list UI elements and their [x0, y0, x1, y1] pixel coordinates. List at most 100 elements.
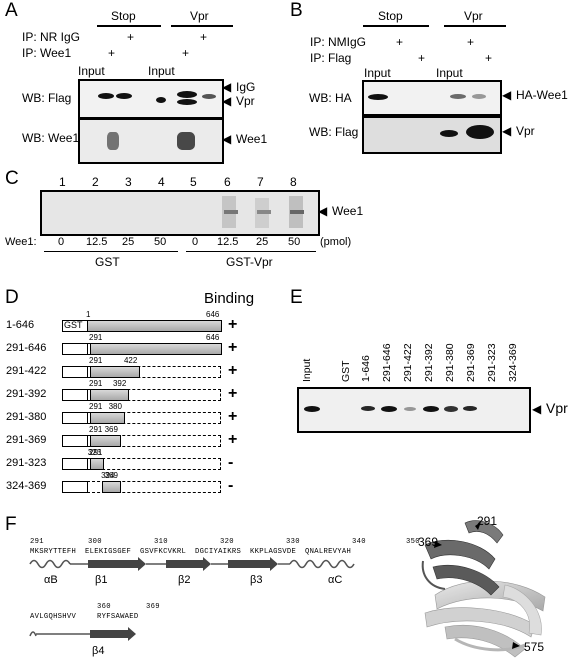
binding-result: + [228, 316, 238, 333]
blot-band [98, 93, 114, 99]
alpha-helix-icon [29, 559, 71, 569]
lane-number: 6 [224, 175, 231, 189]
blot-band [450, 94, 466, 99]
blot-band [423, 406, 439, 412]
wb-wee1-label: WB: Wee1 [22, 131, 80, 145]
input-label: Input [78, 64, 105, 78]
panel-d-label: D [5, 287, 19, 308]
start-residue: 291 [89, 379, 103, 388]
beta-strand-icon [88, 557, 146, 571]
lane-number: 2 [92, 175, 99, 189]
plus-sign: + [418, 51, 426, 65]
arrow-icon: ◀ [532, 402, 542, 416]
stop-bar [97, 25, 161, 27]
lane-number: 5 [190, 175, 197, 189]
arrow-icon: ◀ [222, 132, 232, 146]
construct-label: 291-380 [6, 411, 47, 423]
tick-369: 369 [146, 603, 160, 611]
panel-b-label: B [290, 0, 303, 21]
blot-band [466, 125, 494, 139]
wee1-fragment-bar [90, 343, 222, 355]
wee1-amount: 25 [122, 236, 135, 248]
protein-structure-image [421, 520, 546, 658]
gst-tag-box [62, 412, 88, 424]
stop-header: Stop [111, 9, 136, 23]
gst-tag-box [62, 389, 88, 401]
lane-label: 324-369 [507, 343, 519, 382]
blot-band [444, 406, 458, 412]
deleted-region [87, 389, 221, 401]
blot-band [177, 99, 197, 105]
vpr-band-label: Vpr [546, 400, 568, 416]
residue-tick: 340 [352, 538, 366, 546]
sequence-block: DGCIYAIKRS [195, 548, 242, 556]
wee1-amount-label: Wee1: [5, 236, 37, 248]
wb-ha-label: WB: HA [309, 91, 352, 105]
start-residue: 291 [89, 333, 103, 342]
lane-number: 7 [257, 175, 264, 189]
input-label: Input [436, 66, 463, 80]
end-residue: 323 [87, 448, 102, 457]
lane-label: 291-369 [465, 343, 477, 382]
sequence-block: GSVFKCVKRL [140, 548, 187, 556]
blot-band [381, 406, 397, 412]
gst-pulldown-blot [40, 190, 320, 236]
binding-result: + [228, 362, 238, 379]
ss-beta-4: β4 [92, 645, 105, 657]
ss-beta-2: β2 [178, 574, 191, 586]
vpr-header: Vpr [464, 9, 483, 23]
vpr-binding-blot [297, 387, 531, 433]
ip-nmigg-label: IP: NMIgG [310, 35, 367, 49]
binding-result: + [228, 339, 238, 356]
wee1-fragment-bar [90, 435, 121, 447]
blot-band [368, 94, 388, 100]
sequence-block: KKPLAGSVDE [250, 548, 297, 556]
plus-sign: + [485, 51, 493, 65]
gst-vpr-bar [186, 251, 316, 252]
residue-575-label: 575 [524, 640, 545, 654]
binding-result: - [228, 477, 234, 494]
binding-header: Binding [204, 290, 255, 307]
lane-label: 291-422 [402, 343, 414, 382]
lane-label: GST [340, 360, 352, 382]
deleted-region [87, 481, 221, 493]
end-residue: 422 [123, 356, 138, 365]
ha-wee1-band-label: HA-Wee1 [516, 88, 568, 102]
ss-alpha-c: αC [328, 574, 343, 586]
blot-band [404, 407, 416, 411]
construct-label: 1-646 [6, 319, 35, 331]
construct-label: 291-392 [6, 388, 47, 400]
blot-band [304, 406, 320, 412]
alpha-helix-icon [289, 559, 355, 569]
wee1-fragment-bar [90, 366, 140, 378]
wb-flag-blot [78, 79, 224, 119]
panel-e-label: E [290, 287, 303, 308]
lane-label: 291-646 [381, 343, 393, 382]
panel-f-label: F [5, 514, 17, 535]
wee1-amount: 12.5 [217, 236, 239, 248]
wee1-amount: 0 [192, 236, 199, 248]
panel-c-label: C [5, 168, 19, 189]
residue-tick: 291 [30, 538, 44, 546]
lane-number: 3 [125, 175, 132, 189]
ip-flag-label: IP: Flag [310, 51, 352, 65]
wee1-amount: 12.5 [86, 236, 108, 248]
wee1-fragment-bar [90, 412, 125, 424]
gst-group-label: GST [95, 255, 120, 269]
end-residue: 646 [206, 333, 220, 342]
blot-band [463, 406, 477, 411]
beta-strand-icon [90, 627, 136, 641]
blot-band [156, 97, 166, 103]
wb-ha-blot [362, 80, 502, 116]
binding-result: + [228, 385, 238, 402]
end-residue: 369 [104, 425, 118, 434]
blot-band [116, 93, 132, 99]
vpr-band-label: Vpr [236, 94, 255, 108]
ip-nr-igg-label: IP: NR IgG [22, 30, 81, 44]
arrow-icon: ◀ [318, 204, 328, 218]
end-residue: 646 [206, 310, 220, 319]
construct-label: 324-369 [6, 480, 47, 492]
ss-beta-3: β3 [250, 574, 263, 586]
vpr-bar [171, 25, 233, 27]
wb-flag-label: WB: Flag [22, 91, 72, 105]
